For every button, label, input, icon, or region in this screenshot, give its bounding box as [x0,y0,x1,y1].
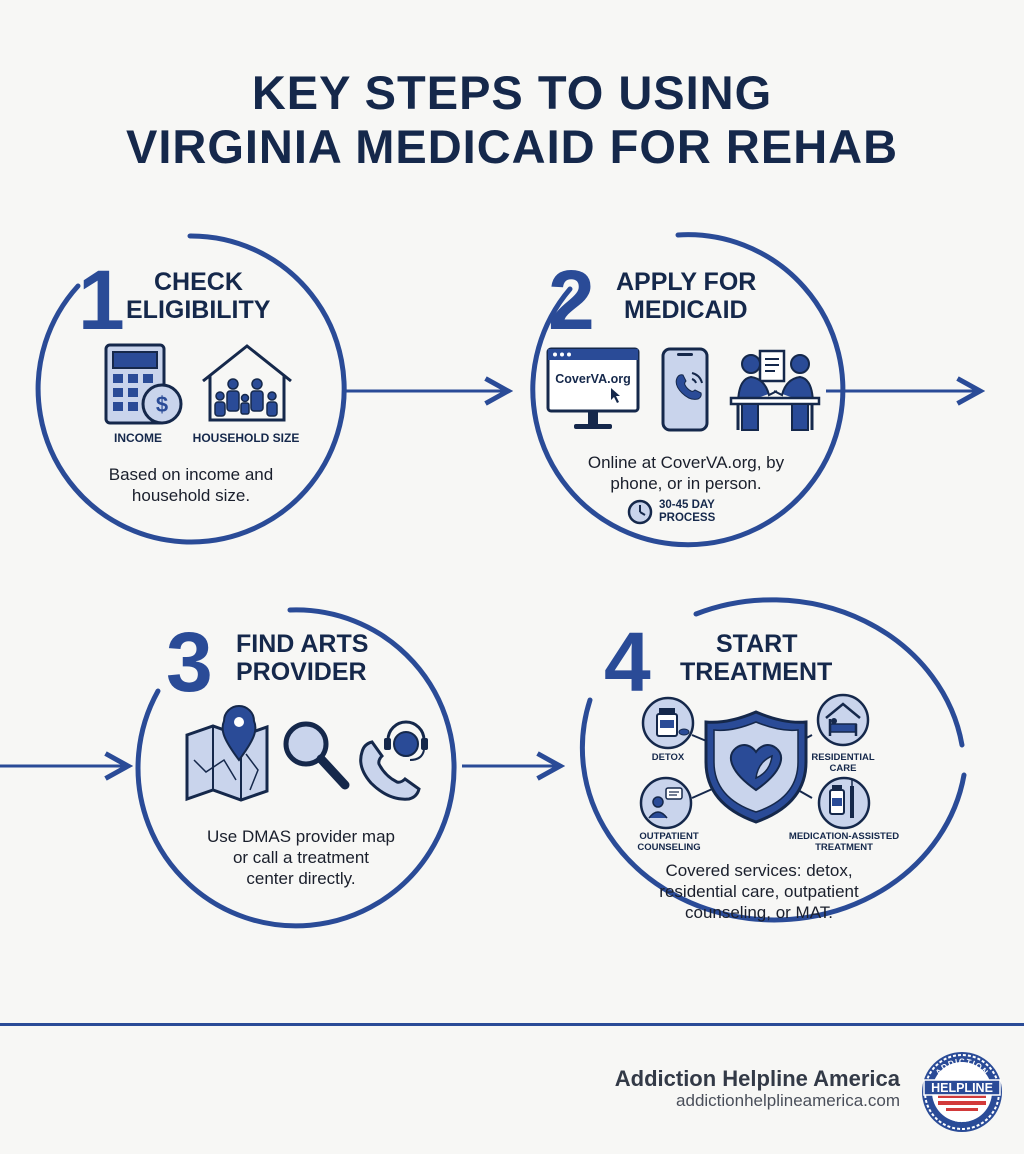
medicine-bottle-icon [641,696,695,750]
mat-label-line-1: MEDICATION-ASSISTED [788,831,900,842]
map-pin-icon [185,705,269,802]
step-4-circle [693,597,965,748]
medication-syringe-icon [817,776,871,830]
step-3-description-line-1: Use DMAS provider map [206,827,395,846]
step-4-description-line-3: counseling, or MAT. [684,903,834,922]
step-4-number: 4 [604,615,651,709]
household-size-label: HOUSEHOLD SIZE [192,431,300,445]
flag-stripes-icon [938,1094,986,1111]
footer-divider [0,1023,1024,1026]
step-1-title-line-2: ELIGIBILITY [126,296,271,324]
helpline-logo: ADDICTION AMERICA HELPLINE [922,1052,1002,1132]
step-3-title: FIND ARTS PROVIDER [236,630,368,686]
phone-icon [661,347,709,432]
income-label: INCOME [114,431,162,445]
step-2-description: Online at CoverVA.org, by phone, or in p… [556,452,816,494]
coverva-screen-text: CoverVA.org [555,372,631,386]
shield-heart-leaf-icon [704,710,808,824]
step-4-title: START TREATMENT [680,630,832,686]
step-3-circle [135,607,457,929]
step-2-title-line-2: MEDICAID [624,296,748,324]
step-3-title-line-2: PROVIDER [236,658,367,686]
step-4-title-line-1: START [716,630,798,658]
residential-care-label: RESIDENTIAL CARE [808,752,878,774]
step-2-number: 2 [548,253,595,347]
residential-care-label-line-1: RESIDENTIAL [811,752,875,763]
step-2-title: APPLY FOR MEDICAID [616,268,756,324]
step-4-description-line-2: residential care, outpatient [659,882,859,901]
process-line-1: 30-45 DAY [659,499,715,511]
process-duration: 30-45 DAY PROCESS [659,499,715,525]
mat-label-line-2: TREATMENT [815,842,873,853]
title-line-2: VIRGINIA MEDICAID FOR REHAB [125,120,899,173]
step-1-description-line-1: Based on income and [108,465,274,484]
step-3-description-line-3: center directly. [246,869,356,888]
headset-phone-icon [359,720,428,801]
step-1-title-line-1: CHECK [154,268,243,296]
step-3-description-line-2: or call a treatment [232,848,370,867]
calculator-dollar-icon: $ [104,343,183,425]
mat-label: MEDICATION-ASSISTED TREATMENT [778,831,910,853]
step-2-title-line-1: APPLY FOR [616,268,757,296]
step-2-description-line-1: Online at CoverVA.org, by [587,453,785,472]
brand-name: Addiction Helpline America [614,1066,900,1091]
in-person-meeting-icon [729,349,821,431]
step-3-number: 3 [166,615,213,709]
brand-url: addictionhelplineamerica.com [676,1091,900,1110]
step-2-circle [530,232,846,548]
magnifier-icon [283,721,350,790]
outpatient-counseling-label-line-2: COUNSELING [637,842,701,853]
step-1-description-line-2: household size. [131,486,251,505]
step-4-circle-lower [579,697,967,923]
step-3-title-line-1: FIND ARTS [236,630,369,658]
step-2-description-line-2: phone, or in person. [610,474,762,493]
svg-text:$: $ [156,392,168,417]
logo-banner-text: HELPLINE [931,1081,993,1095]
bed-house-icon [816,693,870,747]
step-1-circle [35,233,347,545]
step-4-description-line-1: Covered services: detox, [665,861,853,880]
step-4-description: Covered services: detox, residential car… [616,860,902,923]
step-1-number: 1 [78,253,125,347]
title-line-1: KEY STEPS TO USING [251,66,773,119]
step-1-title: CHECK ELIGIBILITY [126,268,270,324]
process-line-2: PROCESS [659,512,716,524]
page-title: KEY STEPS TO USING VIRGINIA MEDICAID FOR… [0,66,1024,174]
clock-icon [627,499,653,525]
outpatient-counseling-label-line-1: OUTPATIENT [639,831,699,842]
outpatient-counseling-label: OUTPATIENT COUNSELING [628,831,710,853]
counseling-icon [639,776,693,830]
step-3-description: Use DMAS provider map or call a treatmen… [170,826,432,889]
computer-monitor-icon [546,347,640,429]
residential-care-label-line-2: CARE [829,763,857,774]
step-4-title-line-2: TREATMENT [680,658,833,686]
detox-label-line-1: DETOX [651,752,685,763]
step-1-description: Based on income and household size. [70,464,312,506]
house-family-icon [202,344,292,422]
detox-label: DETOX [638,752,698,763]
